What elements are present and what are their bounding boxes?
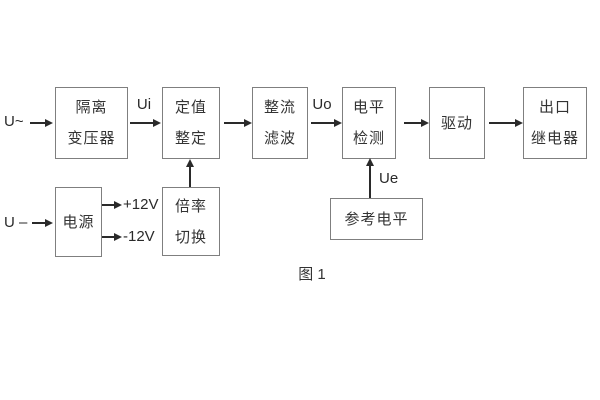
- arrow-right-icon: [224, 119, 252, 127]
- arrow-right-icon: [102, 233, 122, 241]
- arrow-right-icon: [102, 201, 122, 209]
- block-rectify-filter: 整流 滤波: [252, 87, 308, 159]
- block-label: 整定: [174, 130, 207, 147]
- block-value-setting: 定值 整定: [162, 87, 220, 159]
- block-label: 切换: [174, 228, 207, 246]
- arrow-right-icon: [311, 119, 342, 127]
- block-label: 继电器: [530, 130, 579, 147]
- block-label: 整流: [263, 99, 296, 116]
- block-label: 滤波: [263, 130, 296, 147]
- block-drive: 驱动: [429, 87, 485, 159]
- arrow-right-icon: [32, 219, 53, 227]
- arrow-right-icon: [130, 119, 161, 127]
- block-label: 检测: [352, 130, 385, 147]
- signal-label-ui: Ui: [136, 96, 152, 113]
- arrow-right-icon: [30, 119, 53, 127]
- block-reference-level: 参考电平: [330, 198, 423, 240]
- block-label: 电源: [62, 213, 95, 231]
- block-power-supply: 电源: [55, 187, 102, 257]
- block-ratio-switch: 倍率 切换: [162, 187, 220, 256]
- block-label: 变压器: [67, 130, 116, 147]
- arrow-up-icon: [366, 158, 374, 198]
- block-isolation-transformer: 隔离 变压器: [55, 87, 128, 159]
- signal-label-uo: Uo: [312, 96, 332, 113]
- arrow-right-icon: [489, 119, 523, 127]
- block-label: 驱动: [440, 114, 473, 132]
- block-level-detect: 电平 检测: [342, 87, 396, 159]
- rail-label-plus12v: +12V: [123, 196, 159, 213]
- rail-label-minus12v: -12V: [123, 228, 155, 245]
- block-label: 参考电平: [344, 210, 409, 228]
- block-output-relay: 出口 继电器: [523, 87, 587, 159]
- block-label: 定值: [174, 99, 207, 116]
- dc-input-label: U –: [4, 214, 28, 231]
- arrow-right-icon: [404, 119, 429, 127]
- figure-caption: 图 1: [298, 266, 326, 283]
- ac-input-label: U~: [4, 113, 24, 130]
- block-label: 电平: [352, 99, 385, 116]
- block-label: 隔离: [75, 99, 108, 116]
- arrow-up-icon: [186, 159, 194, 187]
- block-label: 出口: [538, 99, 571, 116]
- block-label: 倍率: [174, 197, 207, 215]
- signal-label-ue: Ue: [379, 170, 399, 187]
